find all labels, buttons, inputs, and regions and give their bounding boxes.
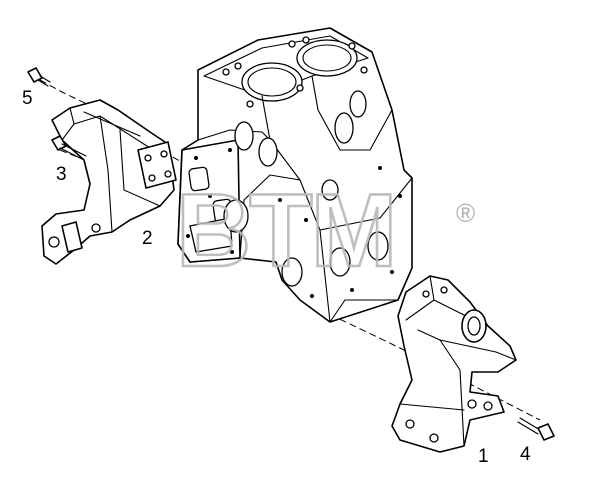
watermark-registered-mark: ® — [456, 198, 475, 228]
callout-2: 2 — [142, 228, 153, 249]
front-mounting-bracket — [41, 99, 177, 265]
callout-3: 3 — [56, 164, 67, 185]
callout-5: 5 — [22, 88, 33, 109]
bolt-5 — [27, 67, 51, 87]
rear-mounting-bracket — [391, 275, 517, 453]
bolt-3 — [51, 135, 87, 161]
watermark-text: BTM — [176, 173, 395, 289]
engine-block — [177, 27, 413, 323]
callout-labels: 1 2 3 4 5 — [22, 88, 531, 467]
btm-watermark: BTM ® — [175, 172, 475, 291]
callout-1: 1 — [478, 446, 489, 467]
bolt-4 — [517, 417, 555, 441]
callout-4: 4 — [520, 444, 531, 465]
engine-block-bolt-holes — [186, 36, 402, 298]
